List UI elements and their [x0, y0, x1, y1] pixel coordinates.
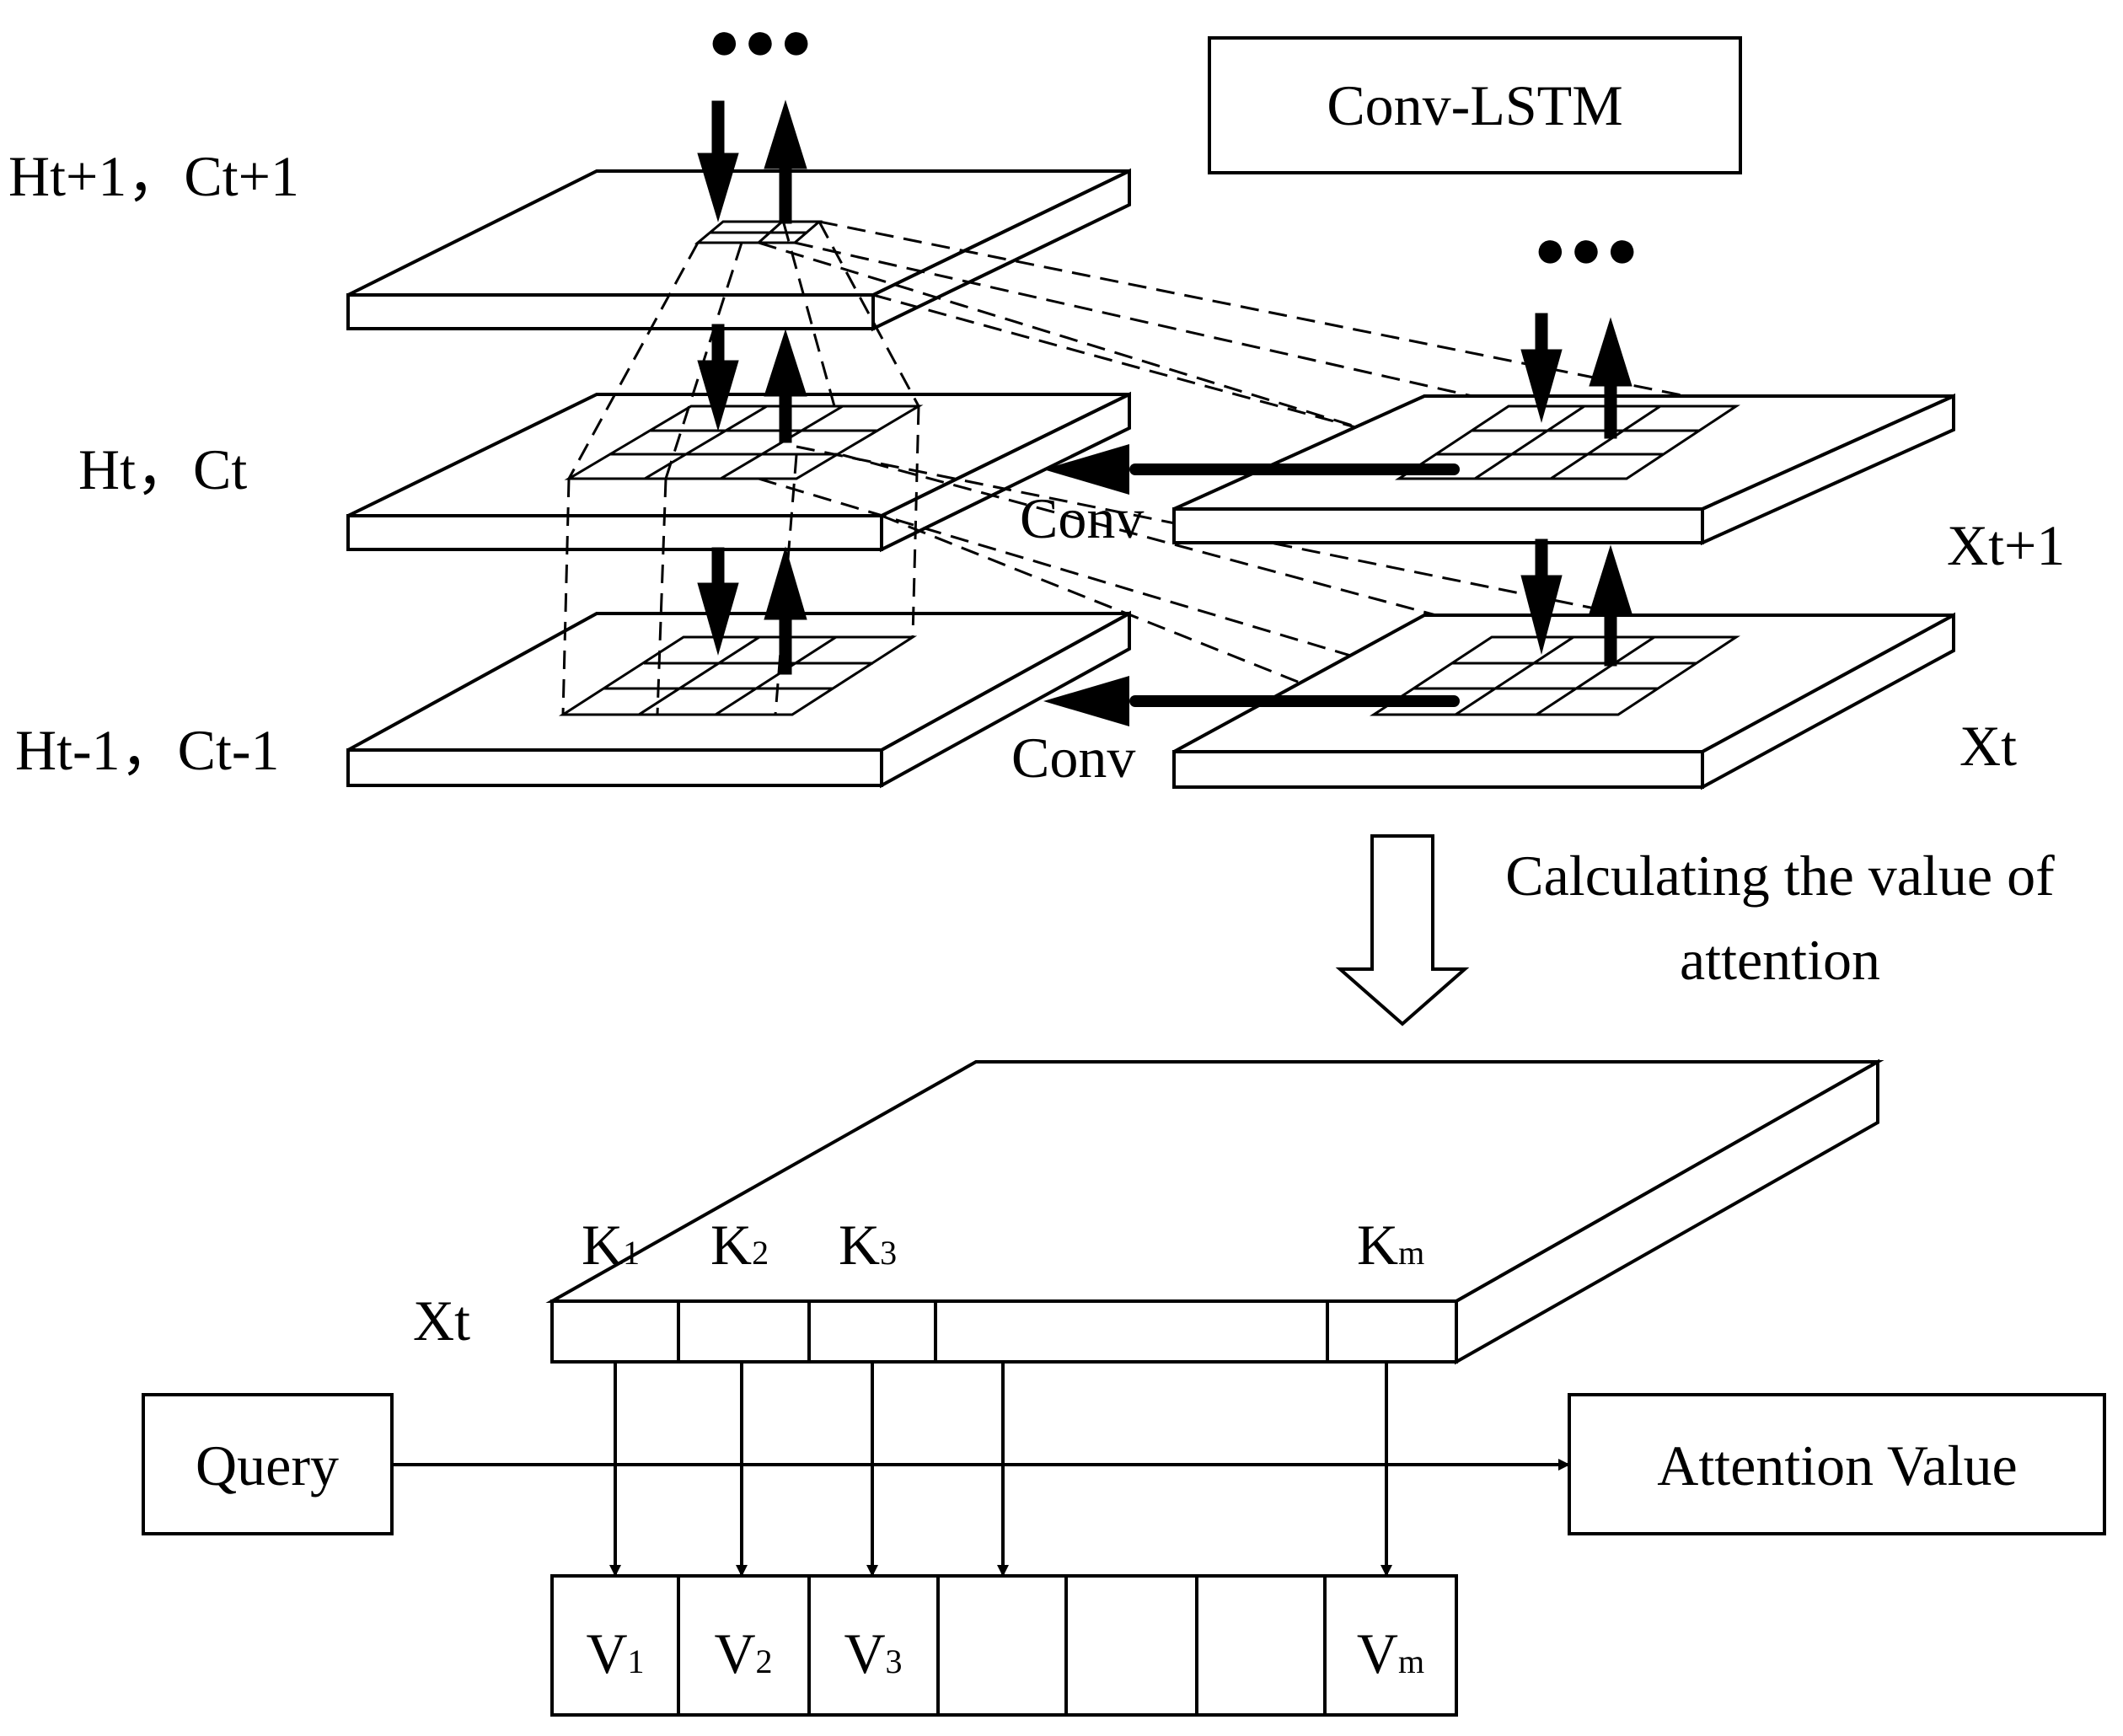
key-label: Km: [1357, 1213, 1424, 1277]
key-label: K1: [582, 1213, 640, 1277]
attention-down-arrow: [1335, 834, 1470, 1026]
label-h-next: Ht+1，Ct+1: [8, 144, 299, 208]
attention-slab: [545, 1058, 1884, 1365]
label-conv-upper: Conv: [1020, 486, 1144, 550]
key-label: K2: [710, 1213, 769, 1277]
input-next-grid: [1395, 405, 1740, 480]
label-h-current: Ht，Ct: [78, 437, 247, 501]
attention-caption-line1: Calculating the value of: [1505, 844, 2055, 908]
ellipsis-right: ●●●: [1534, 219, 1642, 279]
conv-lstm-title: Conv-LSTM: [1327, 73, 1622, 137]
label-x-next: Xt+1: [1947, 513, 2065, 577]
key-to-value-arrows: [609, 1362, 1392, 1577]
bottom-layer-grid: [558, 635, 918, 716]
input-current-grid: [1369, 635, 1741, 716]
value-label: Vm: [1357, 1621, 1424, 1685]
label-x-current: Xt: [1959, 714, 2017, 778]
key-cell-dividers: [677, 1301, 1329, 1362]
label-conv-lower: Conv: [1011, 726, 1135, 790]
attention-caption-line2: attention: [1680, 928, 1880, 992]
value-label: V2: [714, 1621, 772, 1685]
query-label: Query: [196, 1433, 339, 1498]
attention-value-label: Attention Value: [1657, 1433, 2017, 1498]
ellipsis-left: ●●●: [708, 11, 816, 71]
value-labels: V1 V2 V3 Vm: [586, 1621, 1424, 1685]
label-xt-bottom: Xt: [413, 1289, 470, 1353]
conv-lstm-title-box: Conv-LSTM: [1208, 36, 1742, 174]
attention-value-box: Attention Value: [1568, 1393, 2106, 1535]
query-box: Query: [142, 1393, 394, 1535]
value-label: V3: [844, 1621, 902, 1685]
state-flow-arrows: [697, 99, 1632, 675]
value-label: V1: [586, 1621, 644, 1685]
label-h-previous: Ht-1，Ct-1: [15, 718, 280, 782]
value-row: [550, 1574, 1458, 1717]
key-label: K3: [839, 1213, 897, 1277]
conv-arrows: [1043, 444, 1460, 726]
key-labels: K1 K2 K3 Km: [582, 1213, 1424, 1277]
